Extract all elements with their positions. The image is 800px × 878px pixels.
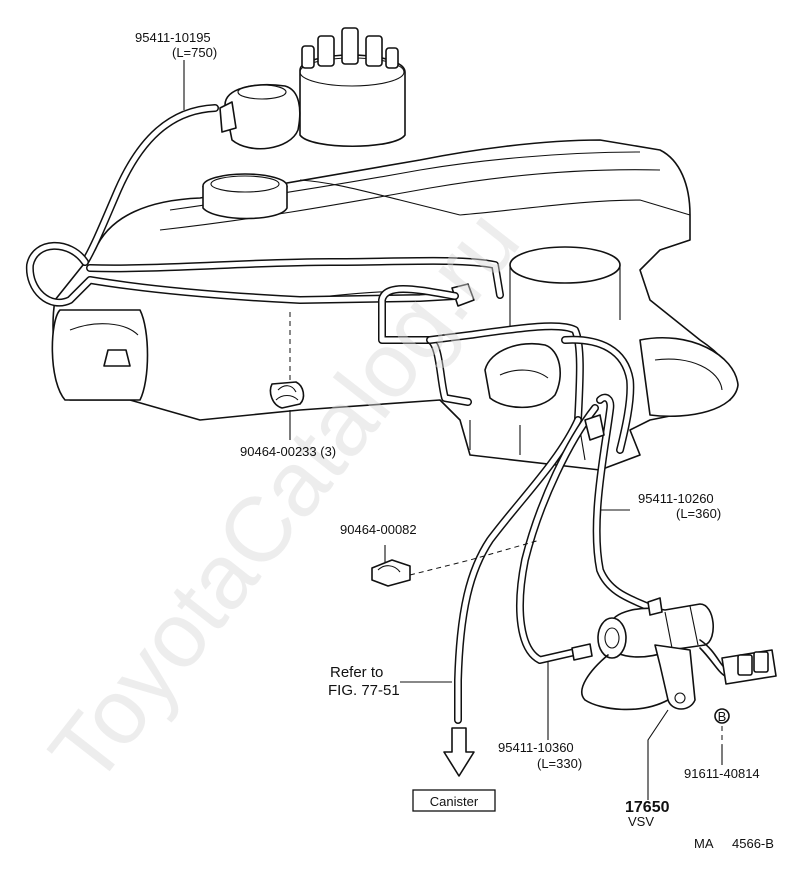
distributor bbox=[219, 27, 406, 150]
clamp-3-part-number: 90464-00233 (3) bbox=[240, 444, 336, 459]
hose-330-length: (L=330) bbox=[537, 756, 582, 771]
clamp-90464-00082 bbox=[371, 559, 411, 587]
bolt-part-number: 91611-40814 bbox=[684, 766, 760, 781]
hose-360-part-number: 95411-10260 bbox=[638, 491, 714, 506]
vsv-17650 bbox=[571, 597, 777, 711]
bolt-marker-text: B bbox=[718, 709, 727, 724]
vacuum-hoses bbox=[25, 104, 659, 724]
callout-labels: 95411-10195 (L=750) 90464-00233 (3) 9046… bbox=[135, 30, 774, 851]
canister-label: Canister bbox=[430, 794, 479, 809]
leader-lines bbox=[183, 60, 723, 800]
hose-360-length: (L=360) bbox=[676, 506, 721, 521]
hose-750-length: (L=750) bbox=[172, 45, 217, 60]
refer-to-text: Refer to bbox=[330, 664, 383, 681]
refer-figure-text: FIG. 77-51 bbox=[328, 682, 400, 699]
figure-code: 4566-B bbox=[732, 836, 774, 851]
engine-block bbox=[51, 139, 739, 471]
canister-arrow bbox=[443, 727, 475, 777]
clamp-90464-00233 bbox=[269, 381, 305, 409]
canister-box bbox=[412, 789, 496, 812]
bolt-91611-40814: B bbox=[714, 708, 730, 724]
hose-750-part-number: 95411-10195 bbox=[135, 30, 211, 45]
vsv-part-number: 17650 bbox=[625, 799, 670, 816]
vsv-label: VSV bbox=[628, 814, 654, 829]
hose-330-part-number: 95411-10360 bbox=[498, 740, 574, 755]
clamp-single-part-number: 90464-00082 bbox=[340, 522, 417, 537]
figure-code-prefix: MA bbox=[694, 836, 714, 851]
